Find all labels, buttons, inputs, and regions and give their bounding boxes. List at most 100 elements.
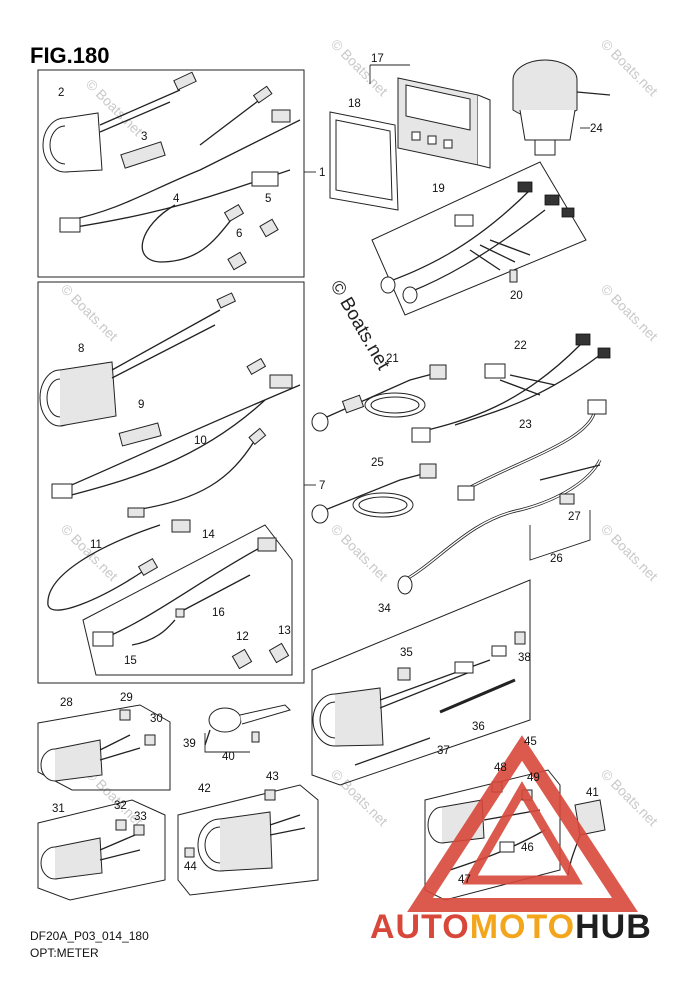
callout: 22 [514,340,527,352]
callout: 36 [472,721,485,733]
brand-part-3: HUB [575,908,652,946]
watermark: © Boats.net [598,36,661,99]
callout: 46 [521,842,534,854]
bracket-39 [204,733,250,753]
group-box-7 [37,281,305,684]
callout: 40 [222,751,235,763]
watermark: © Boats.net [598,766,661,829]
callout: 25 [371,457,384,469]
callout: 41 [586,787,599,799]
screw-40 [251,731,260,743]
harness-14 [92,537,277,647]
harness-19 [380,181,575,304]
bolt-20 [509,269,518,283]
wire-15 [131,619,176,646]
callout-labels: 1 2 3 4 5 6 7 8 9 10 11 12 13 14 15 16 1… [52,53,603,886]
footer-name: OPT:METER [30,946,99,960]
fitting-6 [227,251,247,271]
callout: 1 [319,167,325,179]
fitting-32 [115,819,127,831]
wire-11 [47,519,191,611]
gauge-28 [40,734,141,782]
callout: 12 [236,631,249,643]
wire-10 [127,427,267,518]
gauge-34 [312,645,507,747]
watermark: © Boats.net [58,521,121,584]
callout: 31 [52,803,65,815]
watermark: © Boats.net [598,281,661,344]
brand-logo [407,735,638,912]
harness-25 [311,463,437,524]
group-box-34 [311,579,531,786]
wire-4 [141,203,245,263]
callout: 5 [265,193,271,205]
fitting-13 [268,642,290,664]
callout: 17 [371,53,384,65]
logo-triangle-icon [407,735,638,912]
callout: 7 [319,480,325,492]
bracket-26 [529,510,591,561]
callout: 43 [266,771,279,783]
gauge-31 [40,834,141,880]
callout: 6 [236,228,242,240]
tube-36 [439,678,516,714]
callout: 29 [120,692,133,704]
fitting-44 [184,847,195,858]
callout: 38 [518,652,531,664]
group-box-1 [37,69,305,278]
callout: 30 [150,713,163,725]
callout: 9 [138,399,144,411]
gauge-2 [42,71,197,173]
callout: 48 [494,762,507,774]
callout: 23 [519,419,532,431]
callout: 37 [437,745,450,757]
callout: 27 [568,511,581,523]
harness-9 [51,357,301,499]
watermark: © Boats.net [58,281,121,344]
callout: 34 [378,603,391,615]
callout: 20 [510,290,523,302]
tie-16 [175,574,251,618]
callout: 28 [60,697,73,709]
group-box-28 [37,704,171,791]
fitting-38 [514,631,526,645]
callout: 39 [183,738,196,750]
tie-37 [354,737,431,766]
figure-title: FIG.180 [30,43,109,68]
callout: 15 [124,655,137,667]
callout: 11 [90,539,102,551]
harness-23 [457,399,607,501]
watermark: © Boats.net [328,766,391,829]
watermark: © Boats.net [328,521,391,584]
watermark: © Boats.net [598,521,661,584]
brand-wordmark: AUTOMOTOHUB [370,908,652,946]
fitting-35 [397,667,411,681]
brand-part-2: MOTO [470,908,575,946]
fitting-33 [133,824,145,836]
gauge-42 [197,811,306,872]
callout: 45 [524,736,537,748]
harness-21 [311,364,447,432]
callout: 8 [78,343,84,355]
brand-part-1: AUTO [370,908,470,946]
display-18 [329,111,399,211]
gauge-8 [39,292,237,427]
callout: 47 [458,874,471,886]
fitting-12 [231,648,253,670]
buzzer-24 [512,59,611,156]
callout: 18 [348,98,361,110]
callout: 3 [141,131,147,143]
harness-26 [397,459,602,595]
callout: 42 [198,783,211,795]
harness-3 [59,85,301,233]
fitting-43 [264,789,276,801]
callout: 35 [400,647,413,659]
harness-22 [411,333,611,443]
watermark: © Boats.net [328,36,391,99]
callout: 44 [184,861,197,873]
callout: 24 [590,123,603,135]
callout: 4 [173,193,180,205]
callout: 2 [58,87,64,99]
group-box-31 [37,799,166,901]
